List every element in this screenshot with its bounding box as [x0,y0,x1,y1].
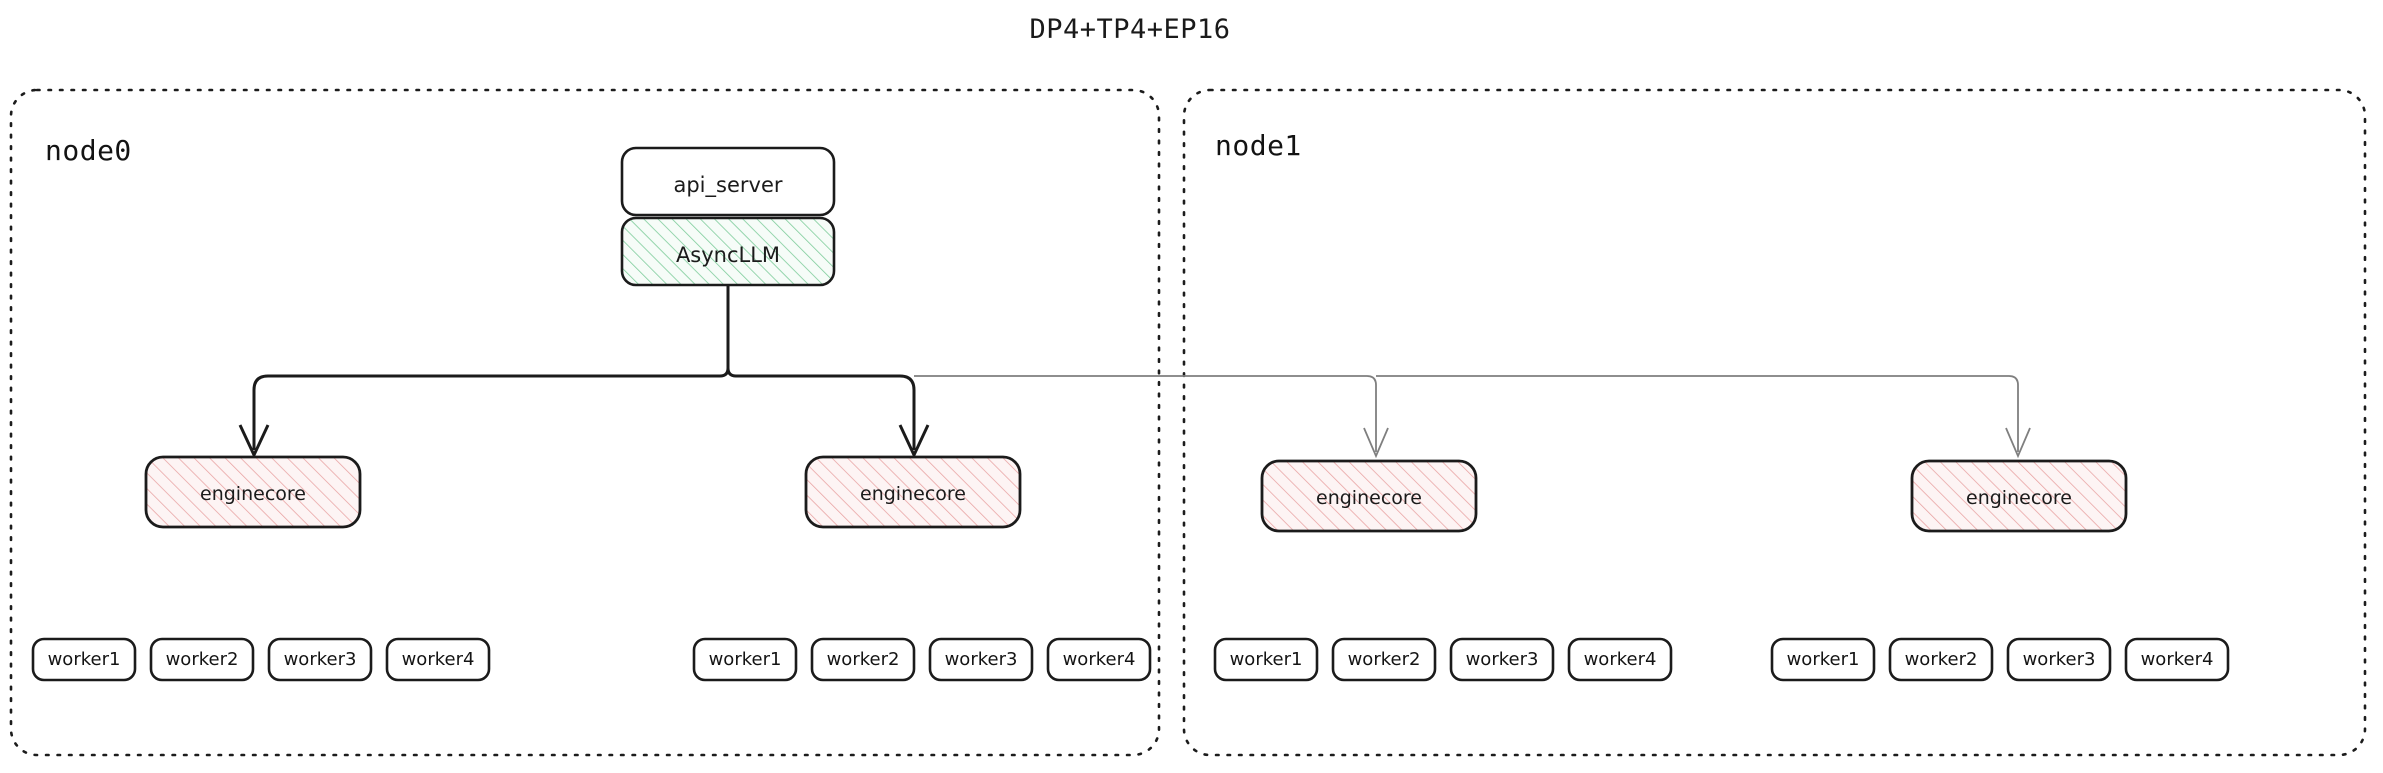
box-worker-node0-1-1[interactable] [810,637,916,682]
box-worker-node1-1-3[interactable] [2124,637,2230,682]
box-worker-node0-1-2-label: worker3 [945,649,1018,670]
box-worker-node1-0-3[interactable] [1567,637,1673,682]
box-worker-node1-1-2-label: worker3 [2023,649,2096,670]
box-worker-node1-0-1-label: worker2 [1348,649,1421,670]
box-enginecore-node1-1[interactable] [1910,459,2128,533]
box-enginecore-node0-1[interactable] [804,455,1022,529]
edge-branch-node1-engine0 [914,375,1377,452]
worker-group-node1-1: worker1 worker2 worker3 worker4 [1770,637,2230,682]
box-worker-node0-1-3-label: worker4 [1063,649,1136,670]
box-worker-node1-0-0[interactable] [1213,637,1319,682]
box-worker-node1-0-3-label: worker4 [1584,649,1657,670]
edge-branch-node0-engine0 [252,374,720,450]
box-worker-node1-1-1[interactable] [1888,637,1994,682]
box-worker-node0-0-0-label: worker1 [48,649,121,670]
worker-group-node0-0: worker1 worker2 worker3 worker4 [31,637,491,682]
box-api-server-label: api_server [673,173,782,198]
box-enginecore-node1-1-label: enginecore [1966,487,2072,509]
box-enginecore-node0-0-label: enginecore [200,483,306,505]
box-worker-node0-1-0[interactable] [692,637,798,682]
node-label-node0: node0 [45,134,132,167]
node-label-node1: node1 [1215,129,1302,162]
box-worker-node1-1-0-label: worker1 [1787,649,1860,670]
box-worker-node0-0-1-label: worker2 [166,649,239,670]
box-worker-node1-1-0[interactable] [1770,637,1876,682]
edge-branch-node0-engine1 [736,374,916,450]
box-worker-node0-1-2[interactable] [928,637,1034,682]
box-worker-node1-0-2[interactable] [1449,637,1555,682]
worker-group-node1-0: worker1 worker2 worker3 worker4 [1213,637,1673,682]
edge-branch-node1-engine1 [1376,375,2019,452]
box-enginecore-node1-0[interactable] [1260,459,1478,533]
box-worker-node0-1-1-label: worker2 [827,649,900,670]
box-worker-node1-1-1-label: worker2 [1905,649,1978,670]
worker-group-node0-1: worker1 worker2 worker3 worker4 [692,637,1152,682]
box-enginecore-node0-0[interactable] [144,455,362,529]
node-container-node0 [9,88,1161,757]
box-enginecore-node0-1-label: enginecore [860,483,966,505]
box-async-llm-label: AsyncLLM [676,243,780,267]
box-worker-node0-1-0-label: worker1 [709,649,782,670]
box-worker-node0-0-2[interactable] [267,637,373,682]
node-container-node1 [1182,88,2367,757]
box-enginecore-node1-0-label: enginecore [1316,487,1422,509]
arrowhead-node0-engine0 [238,424,270,459]
box-worker-node1-1-3-label: worker4 [2141,649,2214,670]
box-worker-node0-0-1[interactable] [149,637,255,682]
arrowhead-node1-engine1 [2005,427,2031,459]
box-worker-node0-0-3-label: worker4 [402,649,475,670]
box-worker-node1-1-2[interactable] [2006,637,2112,682]
box-worker-node0-1-3[interactable] [1046,637,1152,682]
box-worker-node1-0-0-label: worker1 [1230,649,1303,670]
box-worker-node0-0-0[interactable] [31,637,137,682]
box-worker-node1-0-1[interactable] [1331,637,1437,682]
box-api-server[interactable] [620,146,836,217]
box-worker-node1-0-2-label: worker3 [1466,649,1539,670]
box-worker-node0-0-2-label: worker3 [284,649,357,670]
edge-stem-asyncllm-left [719,367,730,378]
arrowhead-node0-engine1 [898,424,930,459]
page-title: DP4+TP4+EP16 [1029,14,1230,45]
edge-stem-asyncllm [726,285,737,378]
arrowhead-node1-engine0 [1363,427,1389,459]
box-worker-node0-0-3[interactable] [385,637,491,682]
